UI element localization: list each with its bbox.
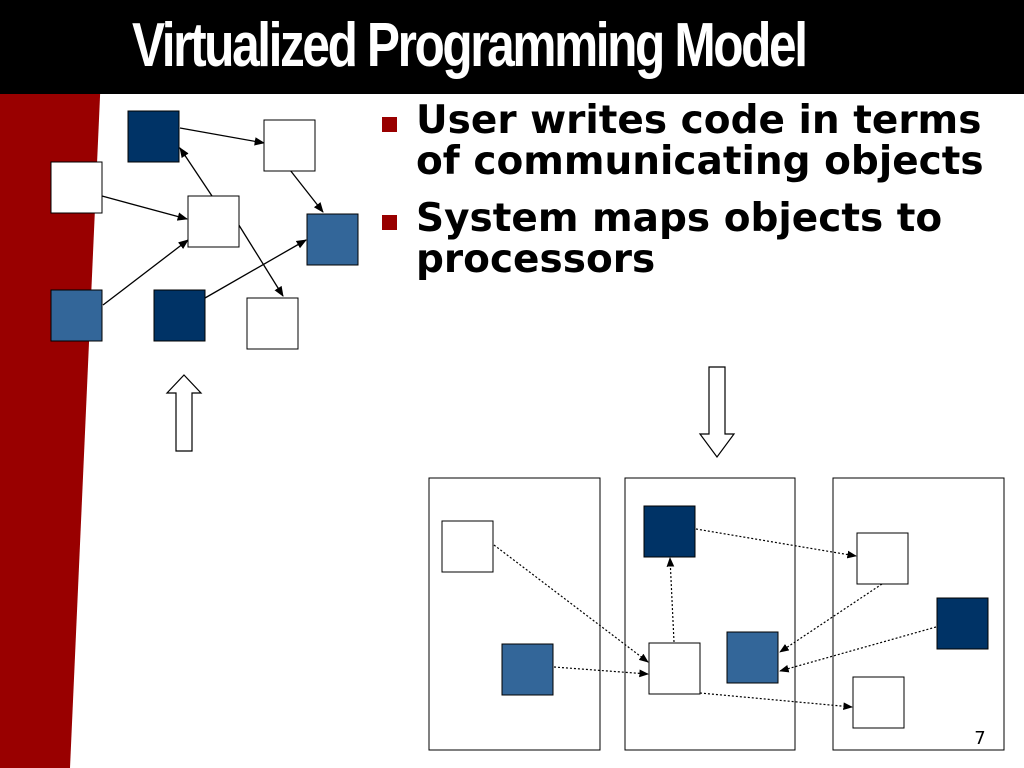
- square-bullet-icon: [382, 215, 397, 230]
- slide-title: Virtualized Programming Model: [132, 11, 808, 80]
- object-box-dark: [153, 289, 206, 342]
- bullet-text: System maps objects to processors: [416, 196, 943, 282]
- object-box-dark: [936, 597, 989, 650]
- bullet-text: User writes code in terms of communicati…: [416, 98, 984, 184]
- object-box-white: [50, 161, 103, 214]
- object-box-white: [441, 520, 494, 573]
- object-box-mid: [50, 289, 103, 342]
- object-box-mid: [501, 643, 554, 696]
- processor-box: [428, 477, 601, 751]
- processor-mapping: [428, 477, 1005, 751]
- bullet-item: System maps objects to processors: [378, 198, 1018, 280]
- object-box-mid: [306, 213, 359, 266]
- down-arrow-icon: [698, 366, 736, 459]
- mapping-arrow: [699, 692, 853, 711]
- mapping-arrow: [493, 544, 649, 663]
- object-arrow: [179, 127, 266, 146]
- object-arrow: [236, 221, 284, 297]
- object-arrow: [179, 147, 213, 197]
- object-box-mid: [726, 631, 779, 684]
- mapping-arrow: [695, 528, 857, 559]
- bullet-item: User writes code in terms of communicati…: [378, 100, 1018, 182]
- object-box-white: [852, 676, 905, 729]
- object-box-dark: [643, 505, 696, 558]
- title-bar: [0, 0, 1024, 94]
- object-arrow: [101, 195, 189, 221]
- object-box-white: [263, 119, 316, 172]
- object-arrow: [102, 239, 189, 306]
- object-arrow: [289, 169, 324, 213]
- page-number: 7: [974, 728, 986, 749]
- object-box-dark: [127, 110, 180, 163]
- object-box-white: [187, 195, 240, 248]
- object-box-white: [648, 642, 701, 695]
- mapping-arrow: [779, 583, 883, 653]
- bullet-list: User writes code in terms of communicati…: [378, 100, 1018, 296]
- object-box-white: [246, 297, 299, 350]
- square-bullet-icon: [382, 117, 397, 132]
- object-box-white: [856, 532, 909, 585]
- red-band-shape: [0, 52, 102, 768]
- object-graph: [50, 110, 359, 350]
- mapping-arrow: [779, 626, 937, 673]
- up-arrow-icon: [165, 374, 203, 452]
- object-arrow: [204, 239, 307, 299]
